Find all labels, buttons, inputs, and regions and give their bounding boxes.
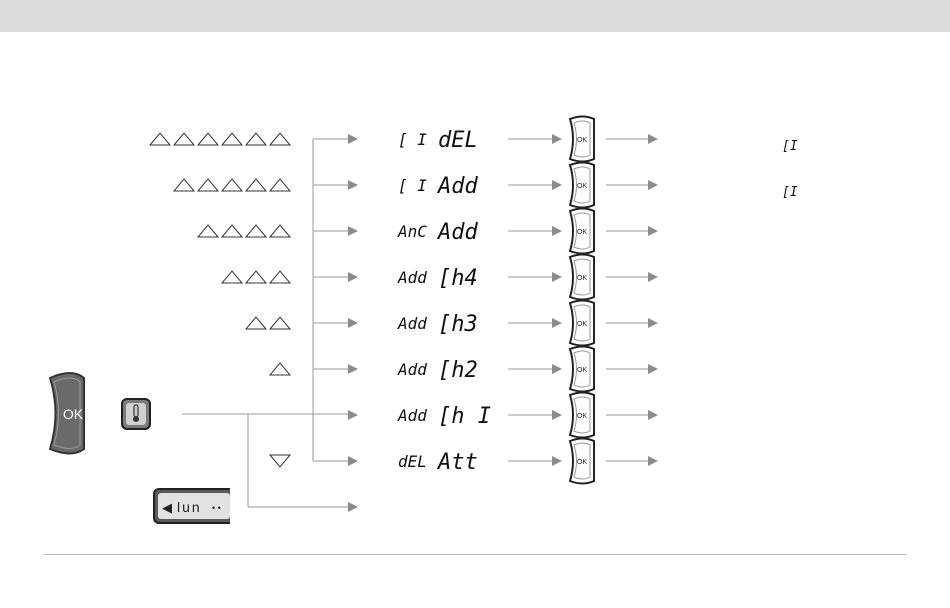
triangle-up-icon (270, 363, 290, 375)
row-function: dEL (438, 128, 478, 153)
menu-row: Add [h4 OK (222, 255, 658, 300)
arrow-head-icon (552, 410, 562, 420)
small-ok-button[interactable]: OK (570, 347, 594, 392)
arrow-head-icon (648, 180, 658, 190)
row-function: Add (436, 220, 478, 245)
menu-row: AnC Add OK (198, 209, 658, 254)
arrow-head-icon (648, 456, 658, 466)
arrow-head-icon (348, 272, 358, 282)
row-function: [h I (438, 404, 491, 429)
row-function: Att (436, 450, 478, 475)
lun-dots: • • (212, 503, 221, 513)
row-code: Add (397, 268, 427, 287)
arrow-head-icon (348, 318, 358, 328)
right-code: [I (782, 139, 798, 154)
arrow-head-icon (552, 456, 562, 466)
triangle-up-icon (222, 271, 242, 283)
triangle-up-icon (222, 179, 242, 191)
small-ok-button[interactable]: OK (570, 255, 594, 300)
triangle-up-icon (246, 133, 266, 145)
row-function: [h3 (438, 312, 478, 337)
triangle-up-icon (174, 179, 194, 191)
small-ok-label: OK (577, 275, 587, 282)
triangle-up-icon (198, 133, 218, 145)
arrow-head-icon (348, 134, 358, 144)
arrow-head-icon (648, 226, 658, 236)
triangle-up-icon (246, 179, 266, 191)
lun-display: ◀ lun • • (154, 486, 238, 526)
arrow-head-icon (348, 502, 358, 512)
arrow-head-icon (648, 134, 658, 144)
small-ok-button[interactable]: OK (570, 209, 594, 254)
row-code: [ I (398, 176, 427, 195)
menu-row: Add [h3 OK (246, 301, 658, 346)
arrow-head-icon (552, 180, 562, 190)
triangle-up-icon (174, 133, 194, 145)
triangle-down-icon (270, 455, 290, 467)
arrow-head-icon (348, 410, 358, 420)
triangle-up-icon (246, 271, 266, 283)
menu-row: [ I Add OK [I (174, 163, 798, 208)
arrow-head-icon (348, 364, 358, 374)
arrow-head-icon (552, 318, 562, 328)
triangle-up-icon (270, 133, 290, 145)
small-ok-label: OK (577, 321, 587, 328)
small-ok-label: OK (577, 459, 587, 466)
arrow-head-icon (552, 272, 562, 282)
arrow-head-icon (648, 272, 658, 282)
row-function: [h2 (438, 358, 478, 383)
triangle-up-icon (198, 179, 218, 191)
triangle-up-icon (270, 225, 290, 237)
row-function: Add (436, 174, 478, 199)
thermometer-key[interactable] (122, 399, 150, 429)
small-ok-label: OK (577, 413, 587, 420)
small-ok-button[interactable]: OK (570, 117, 594, 162)
small-ok-button[interactable]: OK (570, 163, 594, 208)
arrow-head-icon (348, 226, 358, 236)
triangle-up-icon (246, 225, 266, 237)
arrow-head-icon (348, 456, 358, 466)
small-ok-label: OK (577, 229, 587, 236)
arrow-head-icon (552, 364, 562, 374)
right-code: [I (782, 185, 798, 200)
menu-row: Add [h2 OK (270, 347, 658, 392)
triangle-up-icon (198, 225, 218, 237)
menu-row: dEL Att OK (270, 439, 658, 484)
row-code: Add (397, 360, 427, 379)
arrow-head-icon (552, 134, 562, 144)
row-code: AnC (397, 222, 427, 241)
triangle-up-icon (270, 271, 290, 283)
row-code: Add (397, 314, 427, 333)
ok-button-label: OK (63, 406, 84, 422)
triangle-up-icon (270, 179, 290, 191)
triangle-up-icon (222, 225, 242, 237)
row-function: [h4 (438, 266, 478, 291)
small-ok-button[interactable]: OK (570, 393, 594, 438)
triangle-up-icon (222, 133, 242, 145)
lun-arrow: ◀ (162, 500, 172, 515)
small-ok-label: OK (577, 183, 587, 190)
menu-row: Add [h I OK (348, 393, 658, 438)
row-code: dEL (398, 452, 427, 471)
row-code: Add (397, 406, 427, 425)
small-ok-button[interactable]: OK (570, 439, 594, 484)
small-ok-label: OK (577, 367, 587, 374)
arrow-head-icon (552, 226, 562, 236)
arrow-head-icon (648, 364, 658, 374)
row-code: [ I (398, 130, 427, 149)
menu-row: [ I dEL OK [I (150, 117, 798, 162)
arrow-head-icon (648, 318, 658, 328)
triangle-up-icon (150, 133, 170, 145)
small-ok-button[interactable]: OK (570, 301, 594, 346)
arrow-head-icon (348, 180, 358, 190)
arrow-head-icon (648, 410, 658, 420)
triangle-up-icon (246, 317, 266, 329)
ok-button[interactable]: OK (50, 373, 84, 454)
triangle-up-icon (270, 317, 290, 329)
small-ok-label: OK (577, 137, 587, 144)
lun-text: lun (177, 499, 202, 515)
